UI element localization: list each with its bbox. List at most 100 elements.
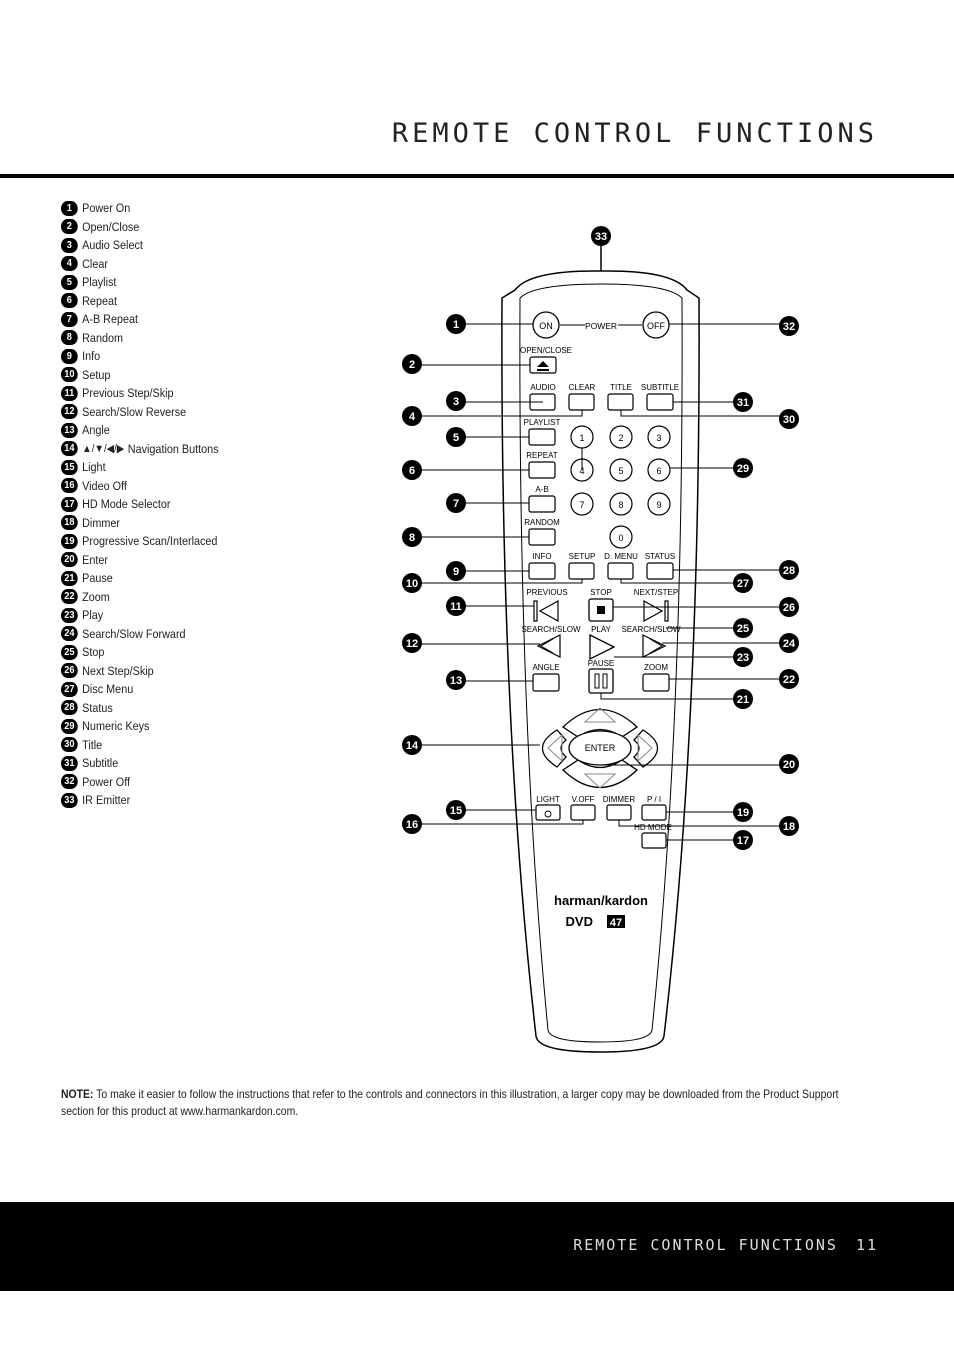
clear-button[interactable] bbox=[568, 393, 595, 411]
key-7-button[interactable] bbox=[570, 492, 594, 516]
svg-text:31: 31 bbox=[737, 397, 749, 409]
svg-text:14: 14 bbox=[406, 740, 419, 752]
navigation-pad[interactable]: ENTER bbox=[541, 707, 659, 789]
power-on-label: ON bbox=[539, 321, 553, 331]
previous-skip-icon[interactable] bbox=[533, 599, 559, 623]
svg-text:26: 26 bbox=[783, 602, 795, 614]
key-3-button[interactable] bbox=[647, 425, 671, 449]
key-9-button[interactable] bbox=[647, 492, 671, 516]
legend-number: 20 bbox=[61, 552, 78, 568]
pause-icon bbox=[594, 673, 608, 689]
support-note: NOTE: To make it easier to follow the in… bbox=[61, 1086, 853, 1120]
svg-text:22: 22 bbox=[783, 674, 795, 686]
callout-32: 32 bbox=[779, 316, 799, 336]
legend-label: Enter bbox=[82, 552, 108, 567]
legend-number: 26 bbox=[61, 663, 78, 679]
callout-15: 15 bbox=[446, 800, 466, 820]
nav-left-button[interactable] bbox=[541, 729, 567, 768]
callout-12: 12 bbox=[402, 633, 422, 653]
callout-21: 21 bbox=[733, 689, 753, 709]
repeat-label: REPEAT bbox=[526, 451, 558, 460]
legend-label: Progressive Scan/Interlaced bbox=[82, 534, 218, 549]
subtitle-label: SUBTITLE bbox=[641, 383, 679, 392]
callout-18: 18 bbox=[779, 816, 799, 836]
info-button[interactable] bbox=[528, 562, 556, 580]
footer-band bbox=[0, 1202, 954, 1291]
power-off-label: OFF bbox=[647, 321, 665, 331]
zoom-button[interactable] bbox=[642, 673, 670, 692]
progressive-interlaced-button[interactable] bbox=[641, 804, 667, 821]
key-5-button[interactable] bbox=[609, 458, 633, 482]
ab-repeat-button[interactable] bbox=[528, 495, 556, 513]
note-text: To make it easier to follow the instruct… bbox=[61, 1088, 839, 1118]
angle-button[interactable] bbox=[532, 673, 560, 692]
svg-text:15: 15 bbox=[450, 805, 462, 817]
nav-up-button[interactable] bbox=[561, 708, 639, 738]
pause-button[interactable] bbox=[588, 668, 614, 694]
nav-right-button[interactable] bbox=[633, 729, 659, 768]
svg-text:12: 12 bbox=[406, 638, 418, 650]
legend-number: 11 bbox=[61, 385, 78, 401]
disc-menu-button[interactable] bbox=[607, 562, 634, 580]
key-9-label: 9 bbox=[656, 500, 661, 510]
callout-20: 20 bbox=[779, 754, 799, 774]
svg-text:8: 8 bbox=[409, 532, 415, 544]
repeat-button[interactable] bbox=[528, 461, 556, 479]
video-off-button[interactable] bbox=[570, 804, 596, 821]
subtitle-button[interactable] bbox=[646, 393, 674, 411]
legend-label: Repeat bbox=[82, 293, 118, 308]
legend-number: 15 bbox=[61, 459, 78, 475]
callout-2: 2 bbox=[402, 354, 422, 374]
light-button[interactable] bbox=[535, 804, 561, 821]
playlist-button[interactable] bbox=[528, 428, 556, 446]
legend-number: 29 bbox=[61, 718, 78, 734]
title-button[interactable] bbox=[607, 393, 634, 411]
leader-lines bbox=[418, 323, 780, 841]
callout-22: 22 bbox=[779, 669, 799, 689]
legend-label: Setup bbox=[82, 367, 111, 382]
key-2-label: 2 bbox=[618, 433, 623, 443]
key-0-button[interactable] bbox=[609, 525, 633, 549]
status-button[interactable] bbox=[646, 562, 674, 580]
setup-button[interactable] bbox=[568, 562, 595, 580]
search-slow-reverse-label: SEARCH/SLOW bbox=[521, 625, 581, 634]
play-icon[interactable] bbox=[589, 633, 616, 661]
key-6-button[interactable] bbox=[647, 458, 671, 482]
header-rule bbox=[0, 174, 954, 178]
search-slow-forward-label: SEARCH/SLOW bbox=[621, 625, 681, 634]
svg-text:11: 11 bbox=[450, 601, 462, 613]
search-forward-icon[interactable] bbox=[642, 634, 667, 658]
model-number-badge bbox=[607, 915, 625, 928]
svg-text:2: 2 bbox=[409, 359, 415, 371]
key-8-label: 8 bbox=[618, 500, 623, 510]
legend-label: Navigation Buttons bbox=[127, 441, 219, 456]
key-8-button[interactable] bbox=[609, 492, 633, 516]
callout-11: 11 bbox=[446, 596, 466, 616]
legend-number: 19 bbox=[61, 533, 78, 549]
svg-text:3: 3 bbox=[453, 396, 459, 408]
legend-number: 32 bbox=[61, 774, 78, 790]
legend-label: Status bbox=[82, 700, 113, 715]
key-2-button[interactable] bbox=[609, 425, 633, 449]
key-1-label: 1 bbox=[579, 433, 584, 443]
key-5-label: 5 bbox=[618, 466, 623, 476]
legend-label: Search/Slow Forward bbox=[82, 626, 186, 641]
random-button[interactable] bbox=[528, 528, 556, 546]
legend-label: Stop bbox=[82, 645, 105, 660]
power-on-button[interactable] bbox=[532, 311, 560, 339]
legend-number: 6 bbox=[61, 293, 78, 309]
hd-mode-button[interactable] bbox=[641, 832, 667, 849]
dimmer-button[interactable] bbox=[606, 804, 632, 821]
clear-label: CLEAR bbox=[569, 383, 596, 392]
search-reverse-icon[interactable] bbox=[536, 634, 561, 658]
power-off-button[interactable] bbox=[642, 311, 670, 339]
next-skip-icon[interactable] bbox=[643, 599, 669, 623]
